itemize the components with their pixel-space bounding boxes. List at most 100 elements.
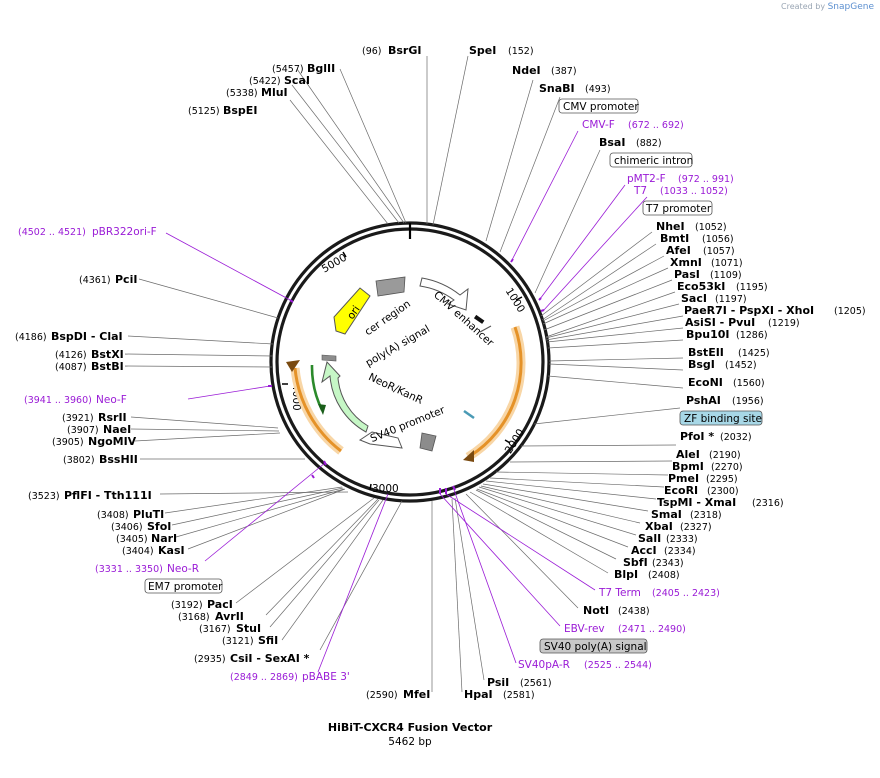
site-labels: (96) BsrGI SpeI (152) (5457) BglII (5422… <box>15 44 866 701</box>
site-mfei[interactable]: MfeI <box>403 688 430 701</box>
site-bmti[interactable]: BmtI <box>660 232 689 245</box>
site-pos-sbfi: (2343) <box>652 558 684 569</box>
site-hpai[interactable]: HpaI <box>464 688 493 701</box>
cer-region-block[interactable] <box>375 276 406 297</box>
site-naei[interactable]: NaeI <box>103 423 131 436</box>
hibit-cxcr4-cds-arc[interactable] <box>469 326 523 458</box>
site-eco53ki[interactable]: Eco53kI <box>677 280 725 293</box>
site-pos-bmti: (1056) <box>702 234 734 245</box>
site-mlui[interactable]: MluI <box>261 86 288 99</box>
site-blpi[interactable]: BlpI <box>614 568 638 581</box>
site-sbfi[interactable]: SbfI <box>623 556 648 569</box>
site-paci[interactable]: PacI <box>207 598 233 611</box>
primer-t7[interactable]: T7 <box>633 185 647 197</box>
site-nhei[interactable]: NheI <box>656 220 685 233</box>
site-bpu10i[interactable]: Bpu10I <box>686 328 730 341</box>
site-pmei[interactable]: PmeI <box>668 472 699 485</box>
site-spei[interactable]: SpeI <box>469 44 496 57</box>
primer-cmv-f[interactable]: CMV-F <box>582 119 615 131</box>
cmv-enhancer-arrow[interactable] <box>419 277 469 311</box>
primer-pbr322ori-f[interactable]: pBR322ori-F <box>92 226 157 238</box>
site-sali[interactable]: SalI <box>638 532 661 545</box>
feature-chimeric-intron[interactable]: chimeric intron <box>614 155 693 167</box>
em7-promoter-block <box>321 354 337 362</box>
site-bpmi[interactable]: BpmI <box>672 460 704 473</box>
feature-zf-binding-site[interactable]: ZF binding site <box>684 413 762 425</box>
sv40-polya-block[interactable] <box>419 432 437 452</box>
site-nari[interactable]: NarI <box>151 532 177 545</box>
created-by-text: Created by <box>781 2 826 11</box>
site-stui[interactable]: StuI <box>236 622 261 635</box>
site-pflfi-tth111i[interactable]: PflFI - Tth111I <box>64 489 152 502</box>
site-bsai[interactable]: BsaI <box>599 136 625 149</box>
site-avrii[interactable]: AvrII <box>215 610 244 623</box>
primer-pmt2-f[interactable]: pMT2-F <box>627 173 666 185</box>
site-pos-pfoi: (2032) <box>720 432 752 443</box>
site-pasi[interactable]: PasI <box>674 268 700 281</box>
site-pos-sfii: (3121) <box>222 636 254 647</box>
site-xbai[interactable]: XbaI <box>645 520 673 533</box>
site-snabi[interactable]: SnaBI <box>539 82 575 95</box>
site-pfoi[interactable]: PfoI * <box>680 430 714 443</box>
site-scai[interactable]: ScaI <box>284 74 310 87</box>
site-pshai[interactable]: PshAI <box>686 394 721 407</box>
primer-sv40pa-r[interactable]: SV40pA-R <box>518 659 570 671</box>
tick-mark-2000 <box>504 439 511 444</box>
site-bspei[interactable]: BspEI <box>223 104 257 117</box>
primer-t7-term[interactable]: T7 Term <box>598 587 641 599</box>
site-csii-sexai[interactable]: CsiI - SexAI * <box>230 652 310 665</box>
feature-sv40-polya-signal[interactable]: SV40 poly(A) signal <box>544 641 647 653</box>
site-saci[interactable]: SacI <box>681 292 707 305</box>
site-pos-kasi: (3404) <box>122 546 154 557</box>
site-xmni[interactable]: XmnI <box>670 256 702 269</box>
sv40-promoter-arrow[interactable] <box>358 431 403 449</box>
feature-cmv-promoter[interactable]: CMV promoter <box>563 101 639 113</box>
site-bsgi[interactable]: BsgI <box>688 358 715 371</box>
site-psii[interactable]: PsiI <box>487 676 509 689</box>
site-acci[interactable]: AccI <box>631 544 657 557</box>
site-pos-bpmi: (2270) <box>711 462 743 473</box>
site-noti[interactable]: NotI <box>583 604 609 617</box>
site-pcii[interactable]: PciI <box>115 273 137 286</box>
primer-neo-f[interactable]: Neo-F <box>96 394 127 406</box>
site-econi[interactable]: EcoNI <box>688 376 723 389</box>
primer-ebv-rev[interactable]: EBV-rev <box>564 623 605 635</box>
site-pluti[interactable]: PluTI <box>133 508 164 521</box>
primer-range-neo-r: (3331 .. 3350) <box>95 564 163 575</box>
primer-pbabe-3[interactable]: pBABE 3' <box>302 671 350 683</box>
snapgene-logo: SnapGene <box>827 2 874 12</box>
ori-arrow[interactable] <box>333 287 371 335</box>
site-bglii[interactable]: BglII <box>307 62 335 75</box>
feature-em7-promoter[interactable]: EM7 promoter <box>148 581 223 593</box>
site-asisi-pvui[interactable]: AsiSI - PvuI <box>685 316 755 329</box>
site-bstbi[interactable]: BstBI <box>91 360 124 373</box>
site-pos-bspdi-clai: (4186) <box>15 332 47 343</box>
site-ngomiv[interactable]: NgoMIV <box>88 435 137 448</box>
site-afei[interactable]: AfeI <box>666 244 691 257</box>
site-sfii[interactable]: SfiI <box>258 634 278 647</box>
site-pos-econi: (1560) <box>733 378 765 389</box>
neor-kanr-arrow[interactable] <box>321 360 369 433</box>
site-tspmi-xmai[interactable]: TspMI - XmaI <box>657 496 736 509</box>
site-sfoi[interactable]: SfoI <box>147 520 171 533</box>
site-smai[interactable]: SmaI <box>651 508 682 521</box>
site-bsrgi[interactable]: BsrGI <box>388 44 421 57</box>
neo-inner-arrowhead <box>318 404 326 415</box>
site-alei[interactable]: AleI <box>676 448 700 461</box>
site-bsteii[interactable]: BstEII <box>688 346 724 359</box>
primer-neo-r[interactable]: Neo-R <box>167 563 199 575</box>
site-ndei[interactable]: NdeI <box>512 64 541 77</box>
site-pos-bsshii: (3802) <box>63 455 95 466</box>
site-bstxi[interactable]: BstXI <box>91 348 124 361</box>
site-bsshii[interactable]: BssHII <box>99 453 138 466</box>
site-rsrii[interactable]: RsrII <box>98 411 127 424</box>
site-pos-xmni: (1071) <box>711 258 743 269</box>
site-kasi[interactable]: KasI <box>158 544 185 557</box>
site-bspdi-clai[interactable]: BspDI - ClaI <box>51 330 123 343</box>
primer-range-pbabe-3: (2849 .. 2869) <box>230 672 298 683</box>
feature-t7-promoter[interactable]: T7 promoter <box>645 203 712 215</box>
site-paer7i-pspxi-xhoi[interactable]: PaeR7I - PspXI - XhoI <box>684 304 814 317</box>
site-ecori[interactable]: EcoRI <box>664 484 698 497</box>
left-cds-arc[interactable] <box>293 367 342 453</box>
